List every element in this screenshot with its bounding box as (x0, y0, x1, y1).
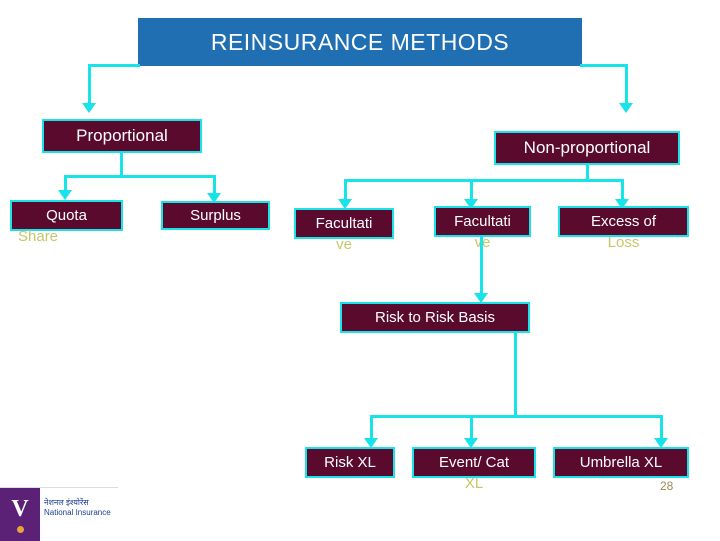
arrow-to-facultative-right (464, 199, 478, 209)
logo-letter: V (11, 496, 29, 522)
node-event-cat-xl-overflow: XL (464, 475, 484, 492)
arrow-to-surplus (207, 193, 221, 203)
arrow-to-risk-to-risk (474, 293, 488, 303)
node-facultative-left-label: Facultati (315, 215, 373, 232)
connector-to-excess-of-loss (621, 179, 624, 199)
node-facultative-right-label: Facultati (454, 213, 511, 230)
node-excess-of-loss[interactable]: Excess of Loss (558, 206, 689, 251)
connector-nonproportional-bus (344, 179, 624, 182)
connector-title-left-horizontal (88, 64, 140, 67)
logo-dot-icon (17, 526, 24, 533)
node-surplus[interactable]: Surplus (161, 201, 270, 230)
page-title: REINSURANCE METHODS (210, 28, 510, 55)
arrow-to-quota-share (58, 190, 72, 200)
connector-proportional-bus (64, 175, 216, 178)
node-non-proportional[interactable]: Non-proportional (494, 131, 680, 165)
node-excess-of-loss-label: Excess of (590, 213, 657, 230)
connector-proportional-stem (120, 153, 123, 175)
connector-to-umbrella-xl (660, 415, 663, 438)
slide-title-bar: REINSURANCE METHODS (138, 18, 582, 66)
node-event-cat-xl[interactable]: Event/ Cat XL (412, 447, 536, 492)
connector-to-event-cat-xl (470, 415, 473, 438)
node-risk-xl[interactable]: Risk XL (305, 447, 395, 478)
arrow-to-facultative-left (338, 199, 352, 209)
arrow-to-non-proportional (619, 103, 633, 113)
connector-to-risk-xl (370, 415, 373, 438)
connector-to-quota-share (64, 175, 67, 190)
logo-hindi-text: नेशनल इंश्योरेंस (44, 498, 89, 507)
connector-title-right-vertical (625, 64, 628, 103)
node-umbrella-xl-label: Umbrella XL (579, 454, 663, 471)
connector-risk-stem (514, 333, 517, 415)
node-surplus-label: Surplus (190, 207, 241, 224)
connector-to-risk-to-risk (480, 237, 483, 293)
node-excess-of-loss-overflow: Loss (607, 234, 640, 251)
node-quota-share[interactable]: Quota Share (10, 200, 123, 245)
node-proportional[interactable]: Proportional (42, 119, 202, 153)
node-quota-share-overflow: Share (18, 228, 59, 245)
node-non-proportional-label: Non-proportional (523, 138, 651, 157)
page-number: 28 (660, 479, 674, 493)
node-quota-share-label: Quota (46, 207, 87, 224)
arrow-to-excess-of-loss (615, 199, 629, 209)
arrow-to-risk-xl (364, 438, 378, 448)
node-umbrella-xl[interactable]: Umbrella XL (553, 447, 689, 478)
node-facultative-right[interactable]: Facultati ve (434, 206, 531, 251)
connector-to-facultative-left (344, 179, 347, 199)
arrow-to-umbrella-xl (654, 438, 668, 448)
logo-mark-icon: V (0, 488, 40, 541)
node-risk-to-risk-basis[interactable]: Risk to Risk Basis (340, 302, 530, 333)
arrow-to-event-cat-xl (464, 438, 478, 448)
logo-text: नेशनल इंश्योरेंस National Insurance (44, 498, 118, 518)
node-risk-xl-label: Risk XL (324, 454, 376, 471)
node-facultative-left-overflow: ve (336, 236, 352, 253)
connector-title-left-vertical (88, 64, 91, 103)
connector-nonproportional-stem (586, 165, 589, 179)
connector-to-surplus (213, 175, 216, 193)
connector-to-facultative-right (470, 179, 473, 199)
node-risk-to-risk-basis-label: Risk to Risk Basis (374, 309, 496, 326)
node-proportional-label: Proportional (76, 126, 168, 145)
company-logo: V नेशनल इंश्योरेंस National Insurance (0, 487, 118, 541)
logo-english-text: National Insurance (44, 508, 111, 517)
connector-risk-bus (370, 415, 663, 418)
arrow-to-proportional (82, 103, 96, 113)
node-event-cat-xl-label: Event/ Cat (438, 454, 510, 471)
connector-title-right-horizontal (580, 64, 628, 67)
node-facultative-left[interactable]: Facultati ve (294, 208, 394, 253)
